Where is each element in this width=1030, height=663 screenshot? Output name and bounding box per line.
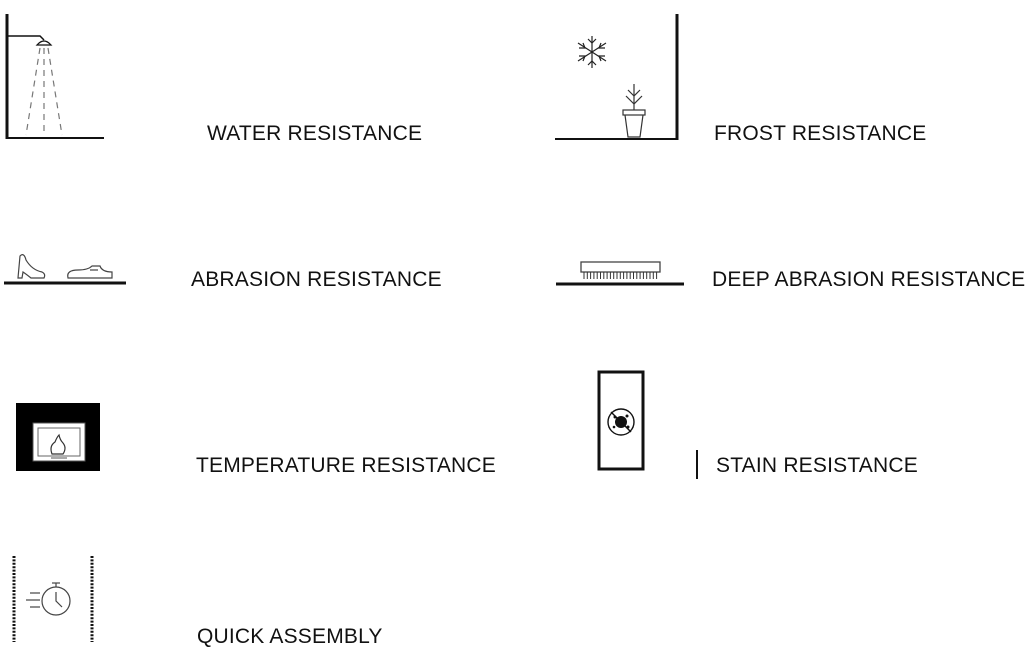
shoes-on-floor-icon <box>4 254 126 285</box>
snowflake-plant-icon <box>555 14 679 140</box>
feature-label: DEEP ABRASION RESISTANCE <box>712 268 1026 291</box>
feature-label: STAIN RESISTANCE <box>716 454 918 477</box>
stain-panel-icon <box>597 370 645 471</box>
feature-label: ABRASION RESISTANCE <box>191 268 442 291</box>
fireplace-icon <box>16 403 100 471</box>
feature-label: FROST RESISTANCE <box>714 122 927 145</box>
feature-label: WATER RESISTANCE <box>207 122 423 145</box>
feature-label: TEMPERATURE RESISTANCE <box>196 454 496 477</box>
divider-line <box>696 450 698 479</box>
stopwatch-assembly-icon <box>12 556 94 642</box>
shower-icon <box>5 14 104 139</box>
feature-label: QUICK ASSEMBLY <box>197 625 383 648</box>
brush-on-floor-icon <box>556 261 684 286</box>
